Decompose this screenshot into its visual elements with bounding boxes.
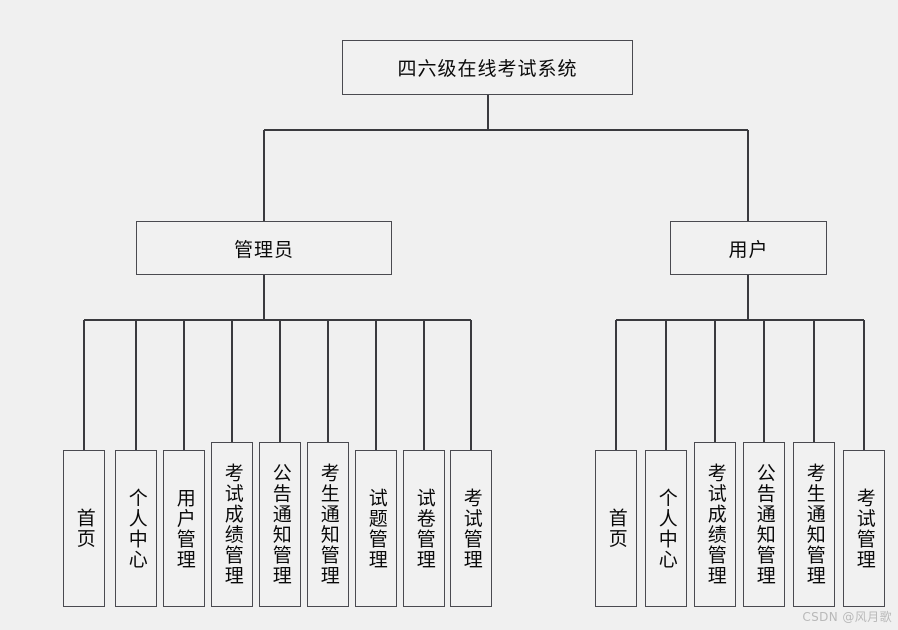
leaf-user-personal-center[interactable]: 个人中心	[645, 450, 687, 607]
leaf-user-announcement-management-label: 公告通知管理	[753, 463, 776, 586]
leaf-user-home[interactable]: 首页	[595, 450, 637, 607]
node-root[interactable]: 四六级在线考试系统	[342, 40, 633, 95]
leaf-user-exam-management[interactable]: 考试管理	[843, 450, 885, 607]
leaf-user-personal-center-label: 个人中心	[655, 487, 678, 570]
node-admin[interactable]: 管理员	[136, 221, 392, 275]
leaf-admin-exam-score-management-label: 考试成绩管理	[221, 463, 244, 586]
leaf-user-exam-score-management[interactable]: 考试成绩管理	[694, 442, 736, 607]
leaf-admin-question-management-label: 试题管理	[365, 487, 388, 570]
leaf-admin-candidate-notice-management[interactable]: 考生通知管理	[307, 442, 349, 607]
leaf-admin-exam-score-management[interactable]: 考试成绩管理	[211, 442, 253, 607]
leaf-admin-personal-center-label: 个人中心	[125, 487, 148, 570]
leaf-user-exam-score-management-label: 考试成绩管理	[704, 463, 727, 586]
leaf-admin-announcement-management-label: 公告通知管理	[269, 463, 292, 586]
leaf-user-candidate-notice-management-label: 考生通知管理	[803, 463, 826, 586]
csdn-watermark: CSDN @风月歌	[802, 610, 892, 624]
node-admin-label: 管理员	[233, 238, 294, 261]
leaf-user-candidate-notice-management[interactable]: 考生通知管理	[793, 442, 835, 607]
leaf-admin-exam-management-label: 考试管理	[460, 487, 483, 570]
leaf-admin-user-management-label: 用户管理	[173, 487, 196, 570]
node-user-label: 用户	[728, 238, 769, 261]
leaf-admin-paper-management-label: 试卷管理	[413, 487, 436, 570]
leaf-admin-exam-management[interactable]: 考试管理	[450, 450, 492, 607]
leaf-admin-candidate-notice-management-label: 考生通知管理	[317, 463, 340, 586]
node-user[interactable]: 用户	[670, 221, 827, 275]
node-root-label: 四六级在线考试系统	[397, 58, 578, 80]
leaf-user-home-label: 首页	[605, 508, 628, 549]
leaf-user-announcement-management[interactable]: 公告通知管理	[743, 442, 785, 607]
leaf-admin-question-management[interactable]: 试题管理	[355, 450, 397, 607]
leaf-admin-personal-center[interactable]: 个人中心	[115, 450, 157, 607]
leaf-user-exam-management-label: 考试管理	[853, 487, 876, 570]
leaf-admin-paper-management[interactable]: 试卷管理	[403, 450, 445, 607]
leaf-admin-announcement-management[interactable]: 公告通知管理	[259, 442, 301, 607]
leaf-admin-home[interactable]: 首页	[63, 450, 105, 607]
leaf-admin-home-label: 首页	[73, 508, 96, 549]
leaf-admin-user-management[interactable]: 用户管理	[163, 450, 205, 607]
